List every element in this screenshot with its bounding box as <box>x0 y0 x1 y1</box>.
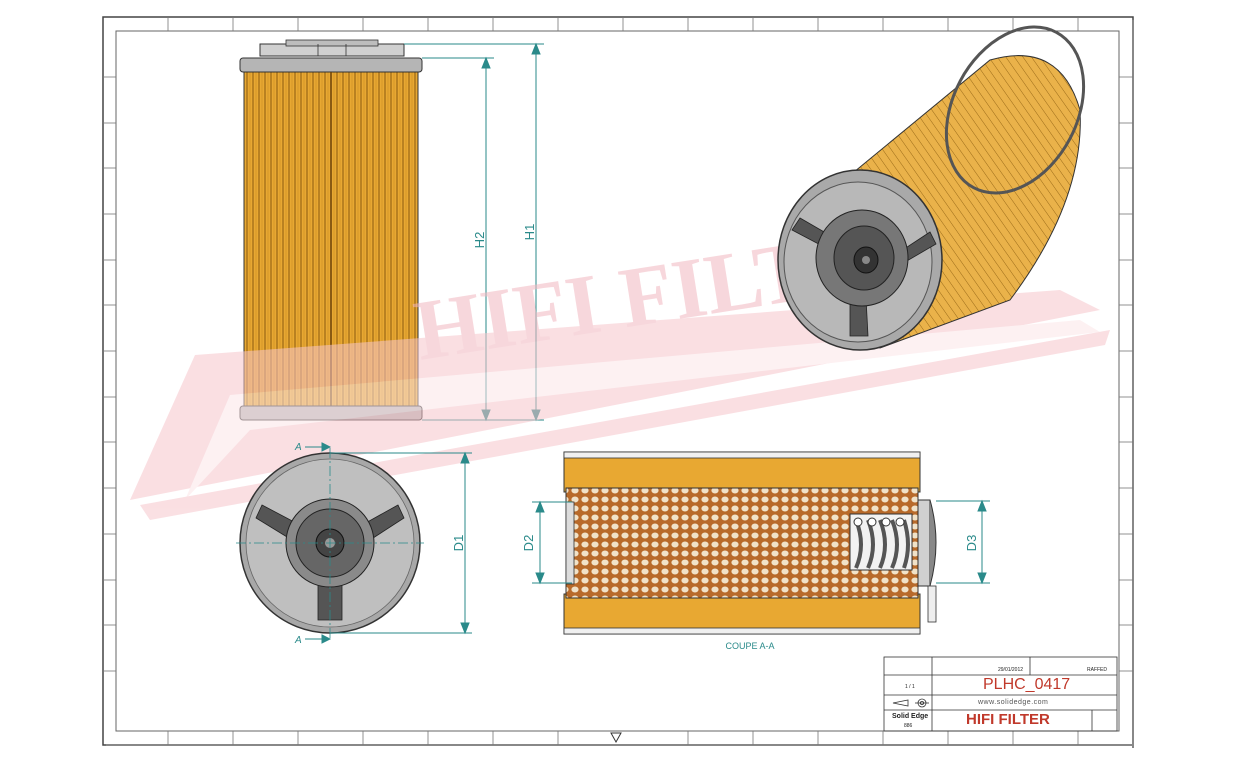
isometric-view <box>777 25 1086 351</box>
section-label-top: A <box>294 442 302 453</box>
tb-brand: HIFI FILTER <box>966 711 1050 728</box>
dim-label-h2: H2 <box>472 232 487 249</box>
dim-label-d3: D3 <box>964 535 979 552</box>
end-view <box>236 448 424 640</box>
projection-symbol-icon <box>892 698 929 708</box>
section-view <box>563 451 937 635</box>
dimension-d3 <box>936 499 990 585</box>
tb-ref-small: RAFFED <box>1087 667 1107 673</box>
dimension-d2 <box>532 500 572 585</box>
dimension-d1 <box>330 451 472 635</box>
section-markers <box>305 442 332 644</box>
tb-website: www.solidedge.com <box>978 699 1049 706</box>
inner-frame <box>115 30 1120 732</box>
border-ticks <box>103 17 1133 745</box>
tb-software-sub: 886 <box>904 723 913 729</box>
section-label-bottom: A <box>294 635 302 646</box>
dim-label-h1: H1 <box>522 224 537 241</box>
tb-part-ref: PLHC_0417 <box>983 676 1071 693</box>
tb-date: 29/01/2012 <box>998 667 1024 673</box>
dim-label-d1: D1 <box>451 535 466 552</box>
title-block <box>883 656 1118 732</box>
dim-label-d2: D2 <box>521 535 536 552</box>
center-mark-icon <box>610 732 622 744</box>
tb-scale: 1 / 1 <box>905 684 915 690</box>
section-caption: COUPE A-A <box>725 641 774 651</box>
tb-software: Solid Edge <box>892 713 929 720</box>
